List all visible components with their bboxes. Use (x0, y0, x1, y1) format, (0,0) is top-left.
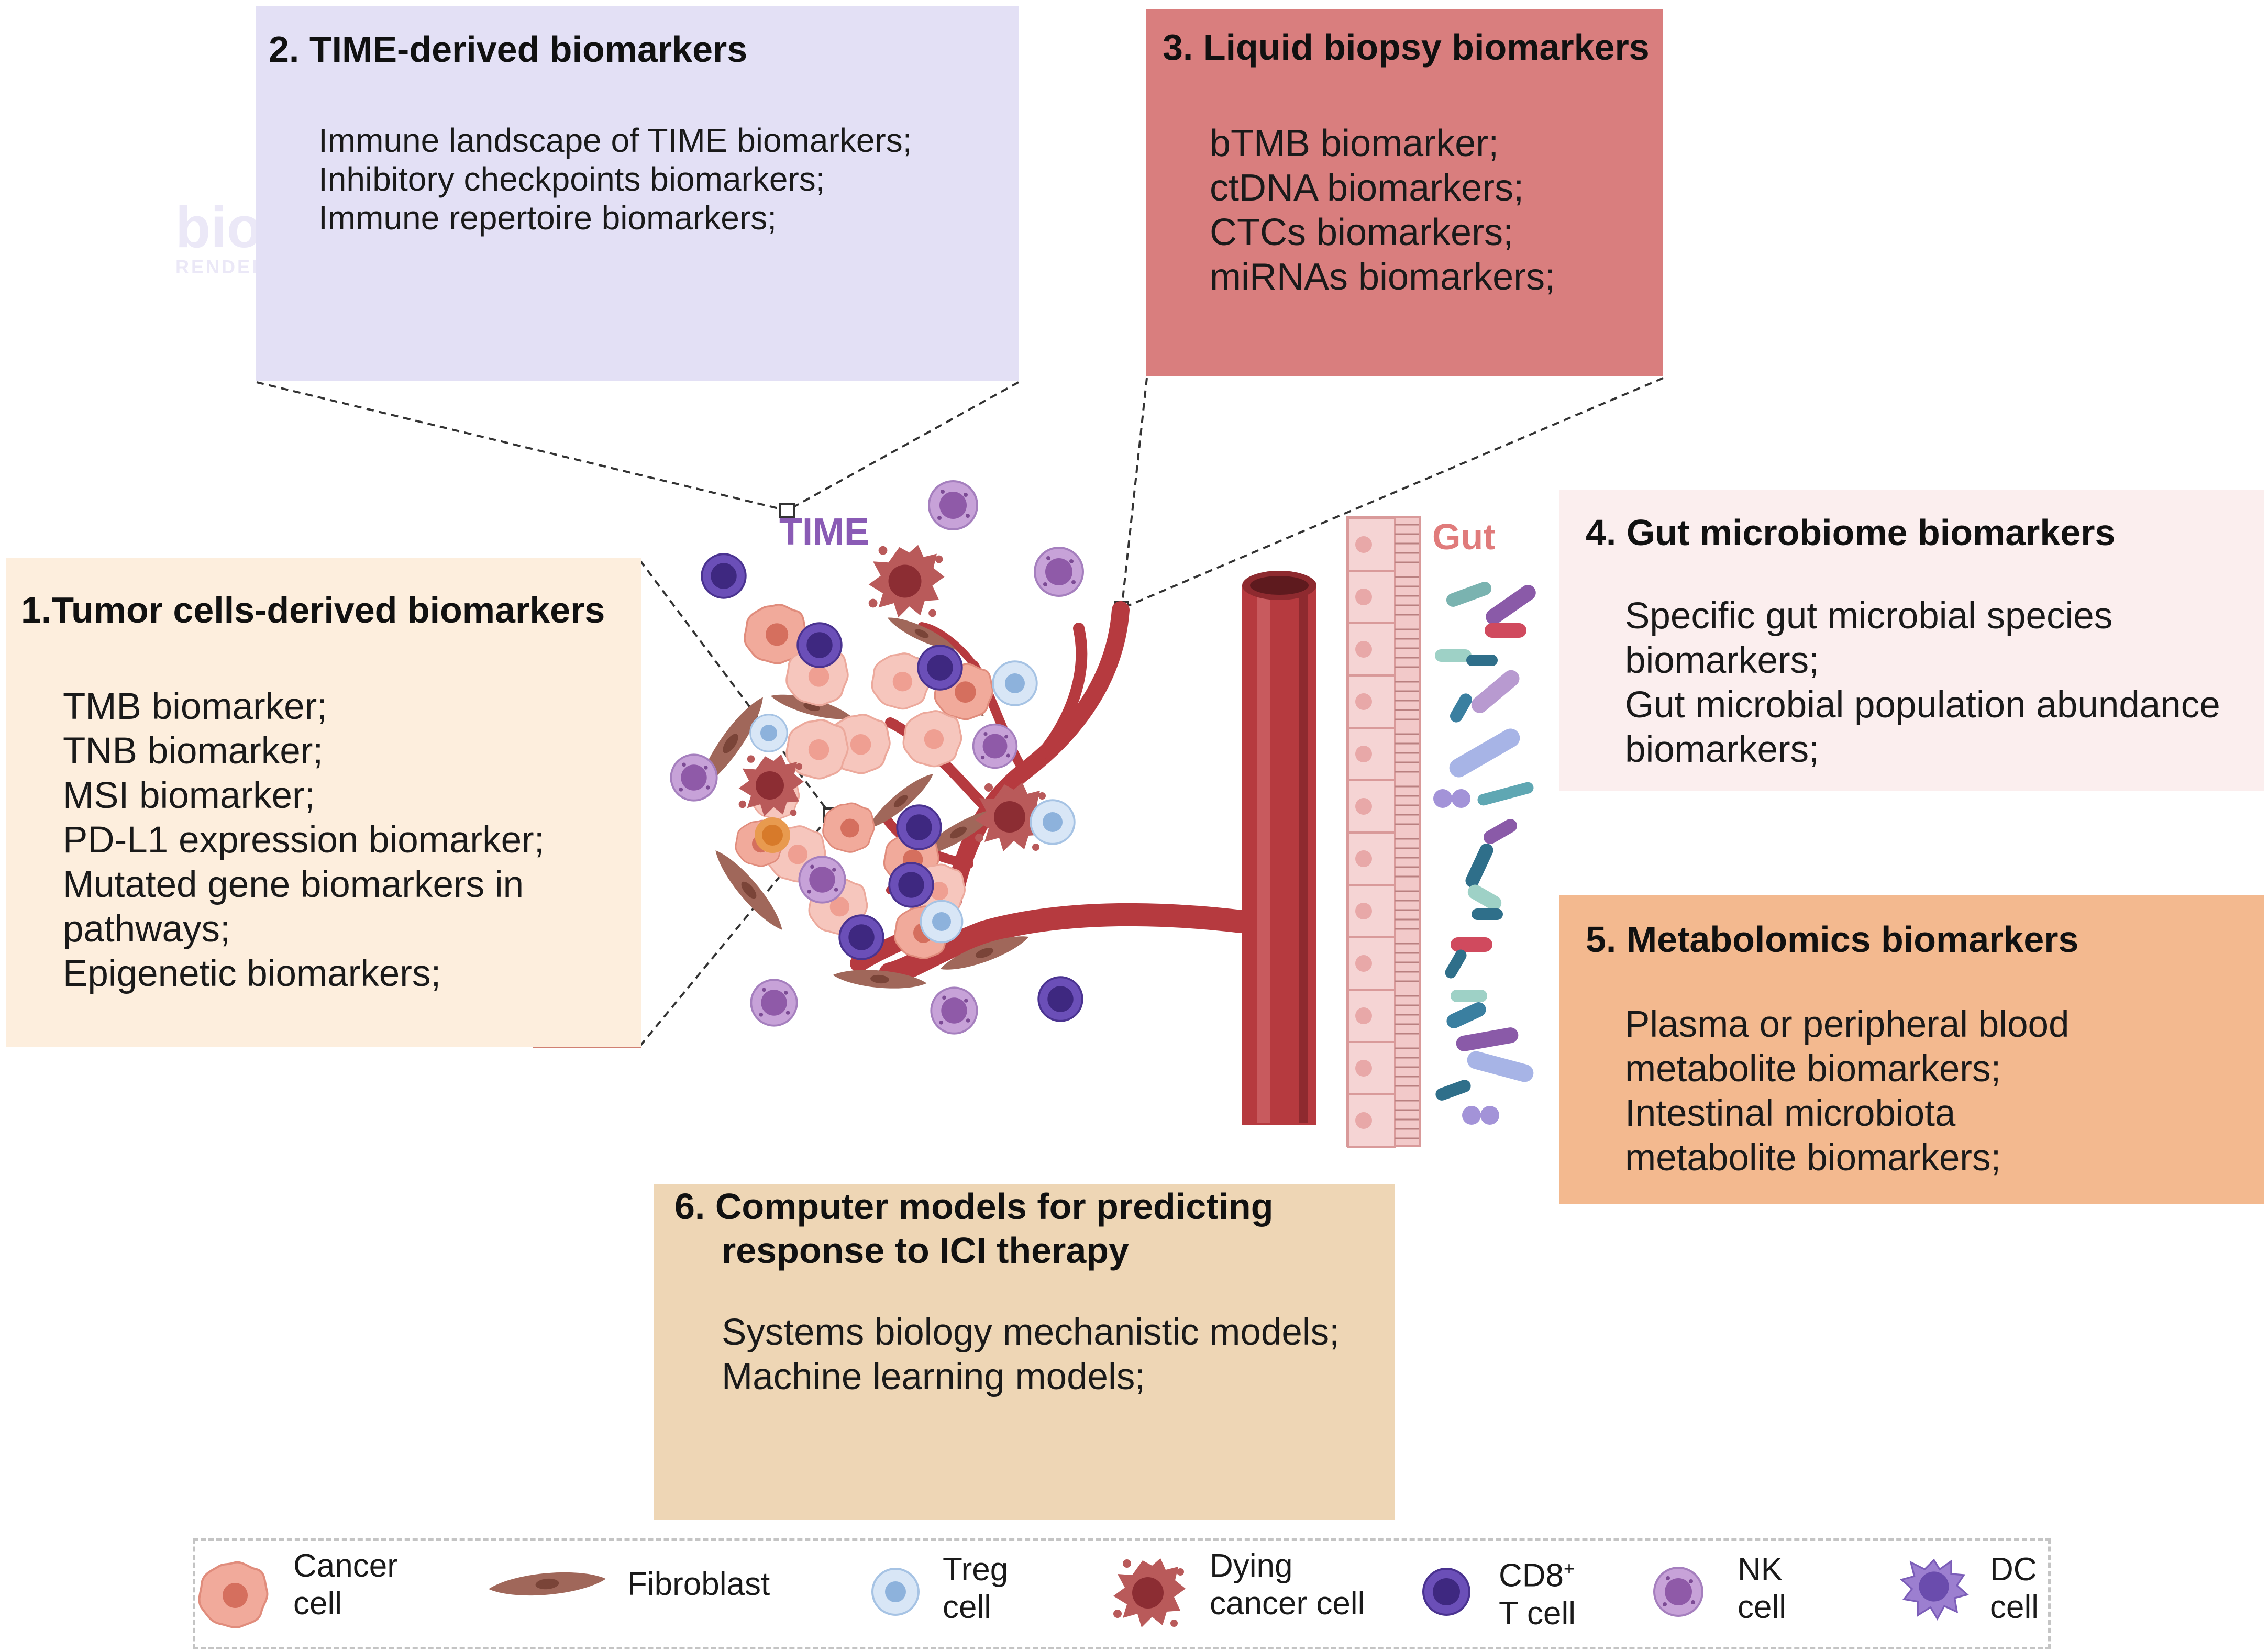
list-item: TMB biomarker; (63, 686, 327, 727)
legend-line: Dying (1210, 1548, 1293, 1584)
gut-cell-nucleus (1355, 641, 1372, 658)
list-item: bTMB biomarker; (1210, 123, 1499, 164)
biorender-watermark: bio RENDER (175, 199, 268, 278)
legend-line: T cell (1499, 1595, 1576, 1632)
list-item: miRNAs biomarkers; (1210, 256, 1556, 298)
list-item: Inhibitory checkpoints biomarkers; (318, 160, 825, 198)
biomarker-list: bTMB biomarker; ctDNA biomarkers; CTCs b… (1163, 121, 1663, 300)
gut-cell-nucleus (1355, 1007, 1372, 1024)
list-item: MSI biomarker; (63, 775, 315, 816)
model-list: Systems biology mechanistic models; Mach… (722, 1310, 1340, 1399)
gut-label: Gut (1432, 516, 1496, 557)
gut-cell-nucleus (1355, 850, 1372, 867)
box-metabolomics-biomarkers: 5. Metabolomics biomarkers Plasma or per… (1559, 895, 2264, 1204)
gut-cell-nucleus (1355, 798, 1372, 815)
list-item: Machine learning models; (722, 1356, 1146, 1398)
watermark-bottom: RENDER (175, 256, 268, 278)
box-title: 4. Gut microbiome biomarkers (1586, 512, 2116, 553)
gut-epithelium (1346, 516, 1421, 1148)
box-title-line2: response to ICI therapy (722, 1230, 1129, 1271)
list-item: Immune landscape of TIME biomarkers; (318, 121, 912, 159)
legend-label-dying: Dying cancer cell (1210, 1547, 1365, 1623)
list-item: Immune repertoire biomarkers; (318, 199, 777, 237)
time-label: TIME (779, 511, 869, 553)
gut-cell-nucleus (1355, 1060, 1372, 1077)
list-item: Systems biology mechanistic models; (722, 1312, 1340, 1353)
legend (193, 1538, 2051, 1649)
legend-line: cell (293, 1586, 342, 1622)
gut-cell-nucleus (1355, 1112, 1372, 1129)
biomarker-list: TMB biomarker; TNB biomarker; MSI biomar… (21, 684, 641, 996)
list-item: Mutated gene biomarkers in (63, 864, 524, 905)
box-gut-microbiome-biomarkers: 4. Gut microbiome biomarkers Specific gu… (1559, 490, 2264, 791)
list-item: pathways; (63, 908, 230, 950)
list-item: Intestinal microbiota (1625, 1093, 1956, 1134)
list-item: biomarkers; (1625, 640, 1819, 681)
list-item: PD-L1 expression biomarker; (63, 819, 545, 861)
list-item: Epigenetic biomarkers; (63, 953, 441, 994)
legend-line: Fibroblast (627, 1566, 770, 1602)
gut-cell-nucleus (1355, 589, 1372, 605)
legend-line: NK (1738, 1551, 1783, 1588)
box-liquid-biopsy-biomarkers: 3. Liquid biopsy biomarkers bTMB biomark… (1146, 9, 1663, 376)
legend-line: CD8+ (1499, 1550, 1576, 1595)
cd8-superscript: + (1564, 1558, 1575, 1579)
legend-line: Treg (943, 1551, 1009, 1588)
biomarker-list: Immune landscape of TIME biomarkers; Inh… (269, 121, 1019, 237)
box-computer-models: 6. Computer models for predicting respon… (654, 1184, 1395, 1520)
legend-label-cd8: CD8+ T cell (1499, 1550, 1576, 1633)
gut-cell-nucleus (1355, 955, 1372, 972)
legend-line: cell (943, 1589, 992, 1625)
gut-bacteria (1433, 582, 1536, 1125)
box-time-derived-biomarkers: 2. TIME-derived biomarkers Immune landsc… (256, 6, 1019, 381)
legend-line: cancer cell (1210, 1586, 1365, 1622)
box-title-line1: 6. Computer models for predicting (674, 1186, 1274, 1227)
box-tumor-cells-derived-biomarkers: 1.Tumor cells-derived biomarkers TMB bio… (6, 558, 641, 1047)
list-item: CTCs biomarkers; (1210, 212, 1514, 253)
gut-cell-nucleus (1355, 746, 1372, 762)
biomarker-list: Specific gut microbial species biomarker… (1586, 594, 2264, 772)
legend-label-dc: DC cell (1990, 1551, 2039, 1626)
list-item: TNB biomarker; (63, 730, 324, 772)
list-item: Plasma or peripheral blood (1625, 1004, 2070, 1045)
list-item: biomarkers; (1625, 729, 1819, 770)
legend-label-treg: Treg cell (943, 1551, 1008, 1626)
legend-line: cell (1738, 1589, 1787, 1625)
list-item: metabolite biomarkers; (1625, 1137, 2001, 1179)
tumor-microenvironment (670, 480, 1084, 1035)
box-title: 1.Tumor cells-derived biomarkers (21, 590, 605, 630)
box-title: 2. TIME-derived biomarkers (269, 29, 748, 70)
list-item: metabolite biomarkers; (1625, 1048, 2001, 1090)
legend-label-fibroblast: Fibroblast (627, 1566, 770, 1603)
list-item: Gut microbial population abundance (1625, 684, 2220, 726)
box-title: 5. Metabolomics biomarkers (1586, 919, 2079, 960)
zoom-marker-time (779, 503, 795, 518)
legend-line: DC (1990, 1551, 2037, 1588)
watermark-top: bio (175, 195, 262, 260)
gut-cell-nucleus (1355, 903, 1372, 919)
biomarker-list: Plasma or peripheral blood metabolite bi… (1586, 1002, 2264, 1180)
legend-line: cell (1990, 1589, 2039, 1625)
box-title: 3. Liquid biopsy biomarkers (1163, 27, 1650, 68)
cd8-text: CD8 (1499, 1557, 1564, 1594)
gut-cell-nucleus (1355, 536, 1372, 553)
legend-label-nk: NK cell (1738, 1551, 1786, 1626)
list-item: ctDNA biomarkers; (1210, 167, 1524, 209)
legend-label-cancer: Cancer cell (293, 1547, 398, 1623)
gut-cell-nucleus (1355, 693, 1372, 710)
legend-line: Cancer (293, 1548, 398, 1584)
list-item: Specific gut microbial species (1625, 595, 2113, 637)
